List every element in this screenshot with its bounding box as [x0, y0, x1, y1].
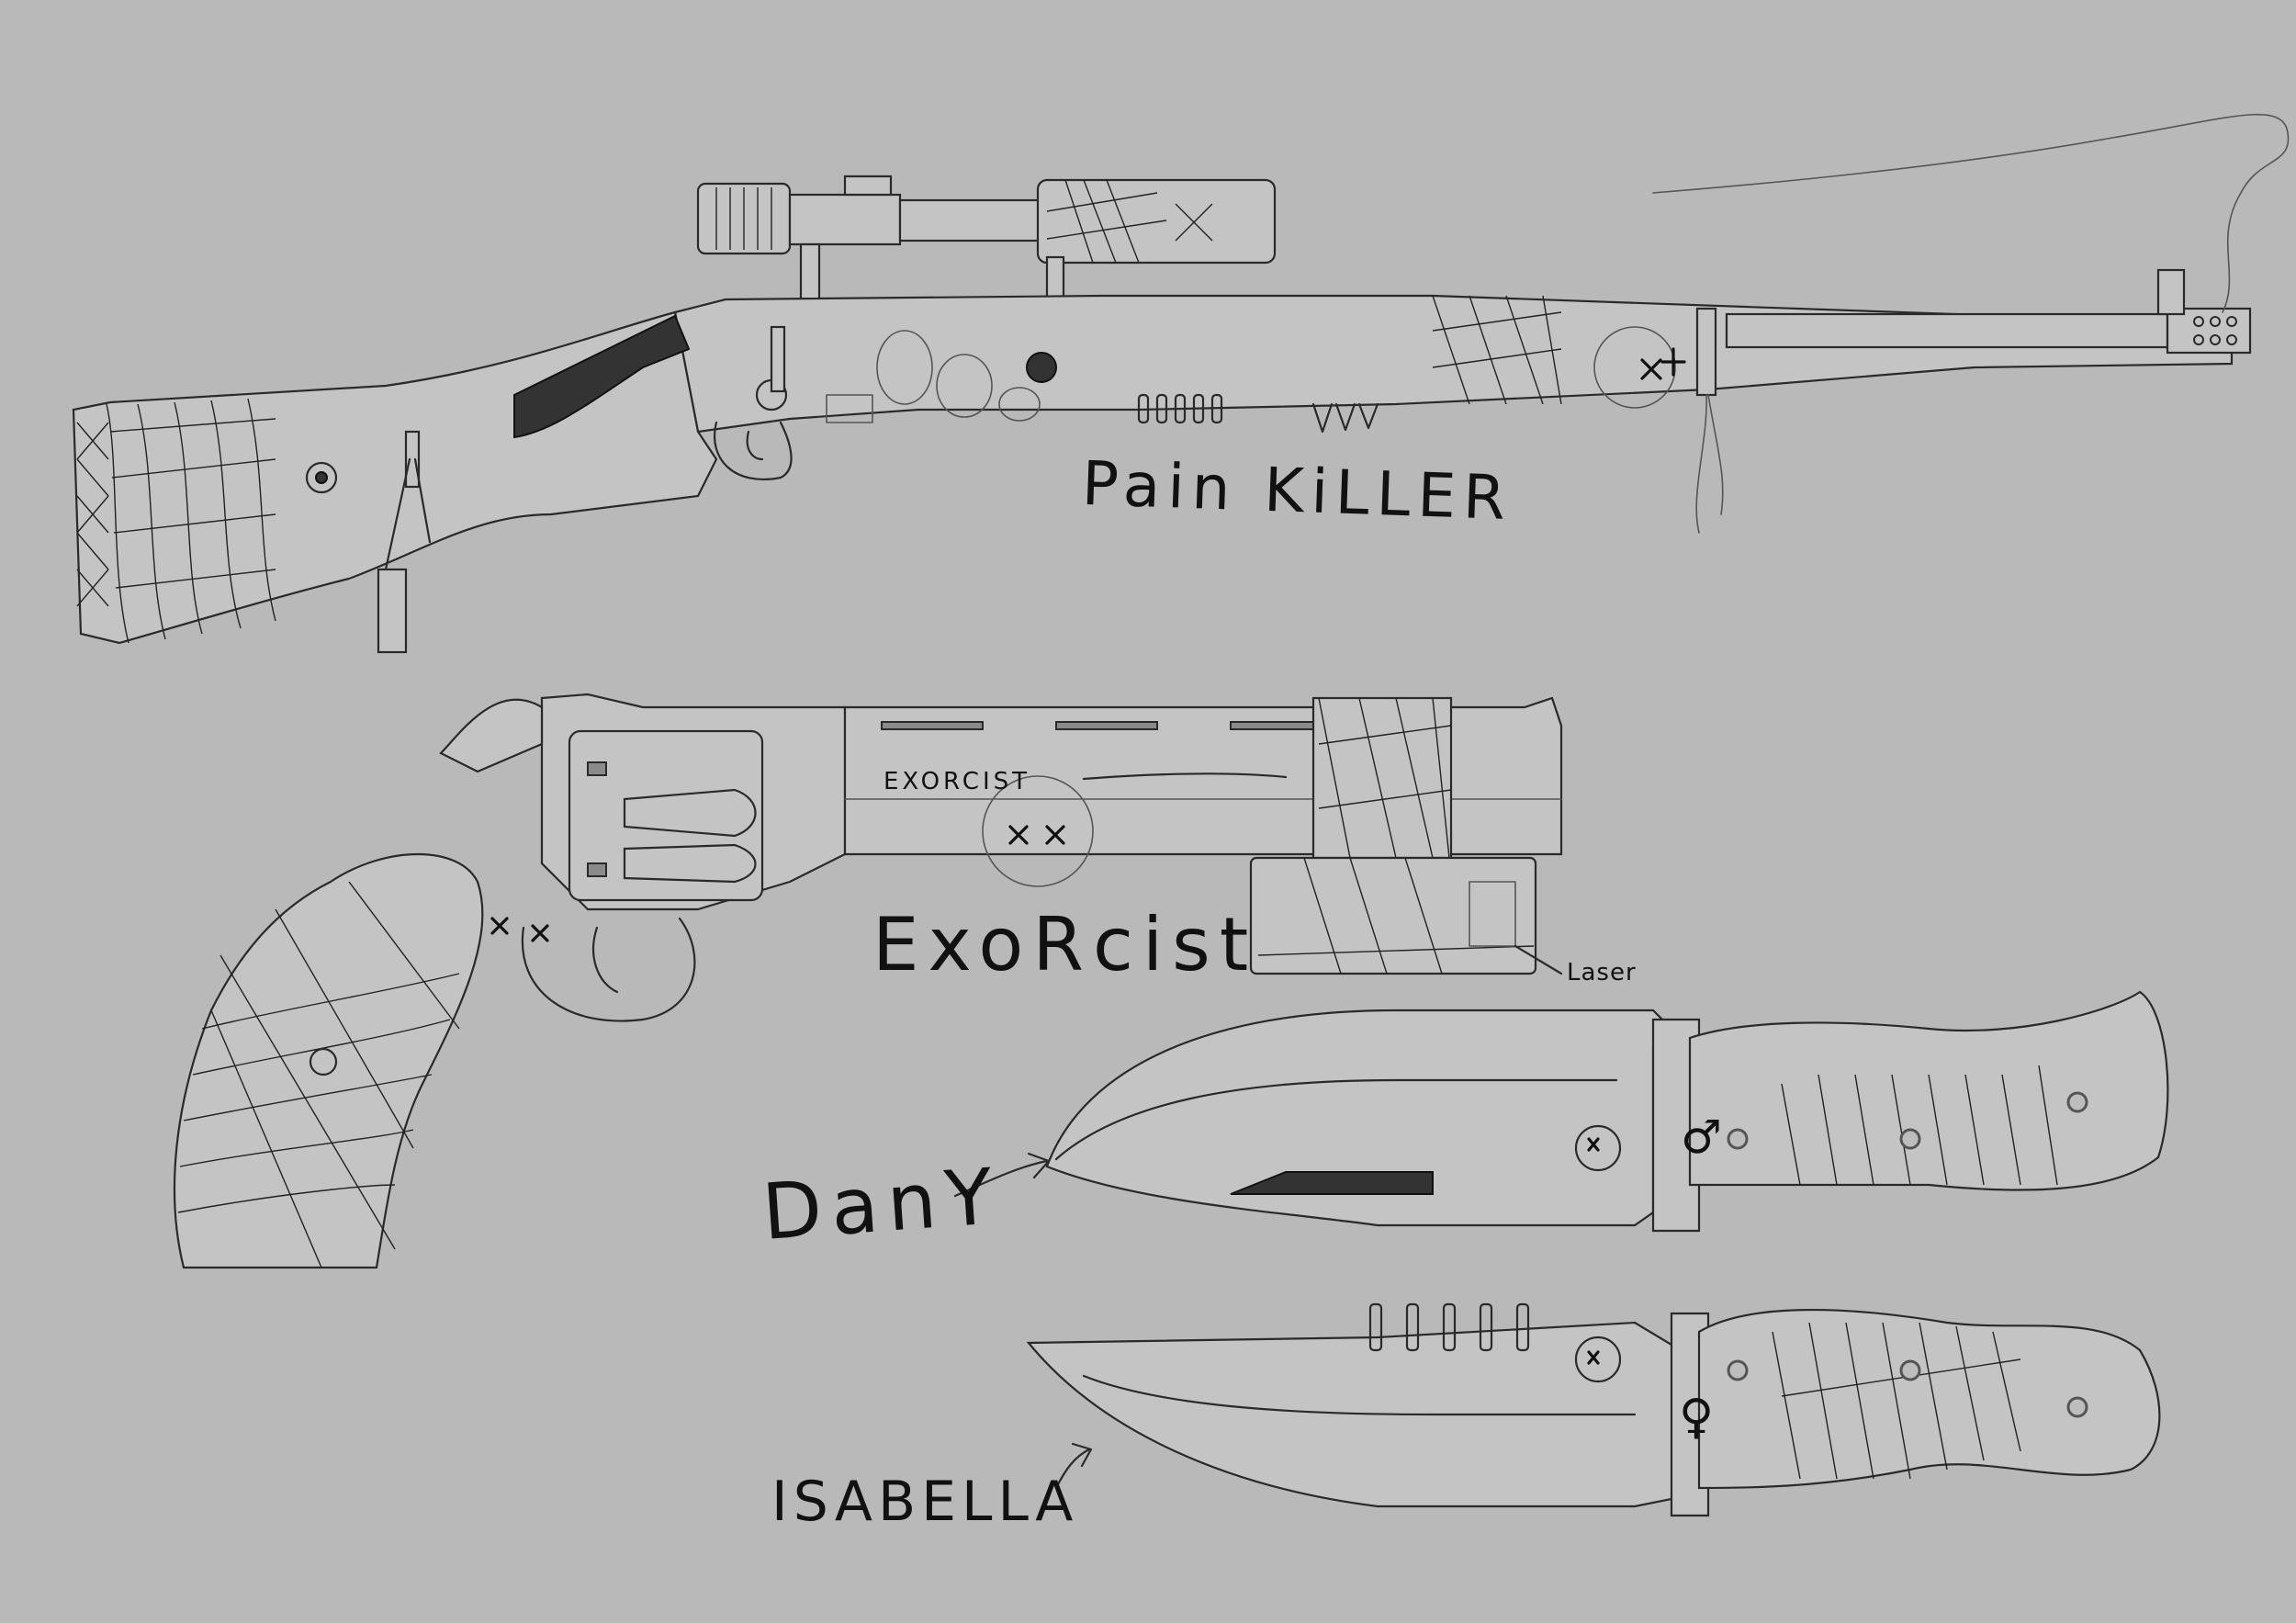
knife-isabella-blade	[1026, 1321, 1683, 1508]
female-symbol: ♀	[1679, 1390, 1714, 1445]
laser-label: Laser	[1567, 959, 1637, 986]
rifle-name-label: Pain KiLLER	[1080, 447, 1514, 535]
revolver-name-label: ExoRcist	[872, 902, 1258, 987]
laser-module	[1249, 856, 1537, 975]
knife-dany-handle	[1688, 990, 2169, 1191]
knife-isabella-drawing: ♀	[1026, 1302, 2161, 1517]
rifle-scope	[696, 175, 1277, 305]
revolver-drawing	[173, 693, 1563, 1269]
rifle-muzzle-brake	[2166, 307, 2252, 355]
muzzle-smoke	[1652, 114, 2290, 313]
revolver-engraving-label: EXORCIST	[884, 768, 1031, 795]
rifle-drawing	[72, 114, 2290, 654]
knife-isabella-handle	[1697, 1308, 2161, 1490]
male-symbol: ♂	[1681, 1110, 1722, 1164]
rifle-barrel	[1725, 312, 2169, 349]
knife-dany-drawing: ♂	[953, 990, 2169, 1233]
knife-dany-label: DanY	[759, 1151, 1005, 1257]
knife-isabella-label: ISABELLA	[771, 1470, 1079, 1534]
